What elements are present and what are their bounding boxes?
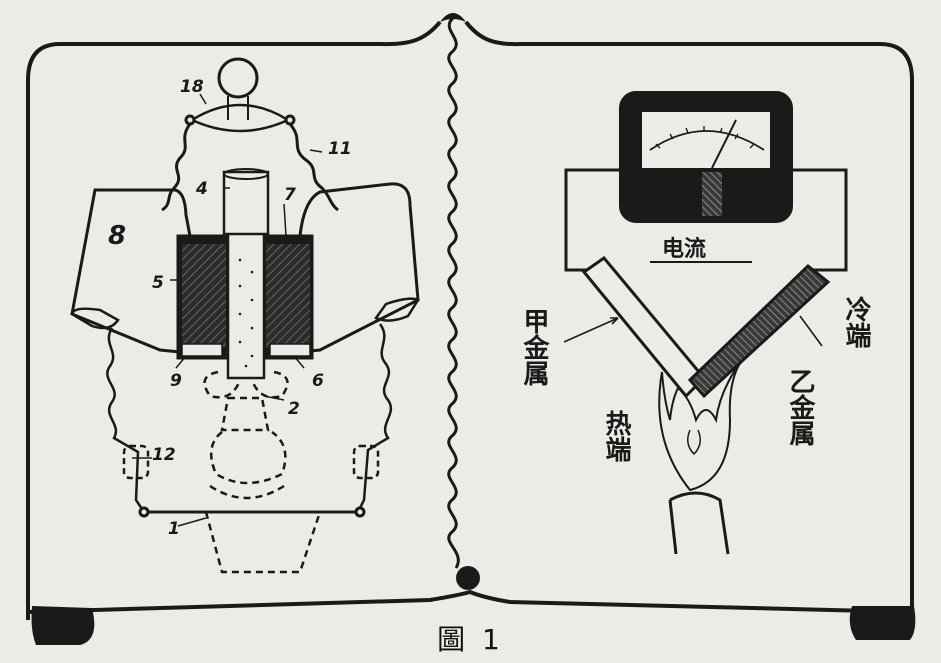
metal-a-label: 甲金属 bbox=[519, 308, 550, 386]
spine-break-line bbox=[447, 16, 460, 569]
burner-dashed bbox=[203, 370, 322, 574]
figure-caption: 圖 1 bbox=[437, 623, 504, 656]
meter-needle bbox=[711, 119, 737, 169]
lamp-base bbox=[189, 103, 291, 133]
label-9: 9 bbox=[170, 371, 182, 391]
center-tube bbox=[226, 230, 266, 380]
label-6: 6 bbox=[312, 371, 324, 391]
label-12: 12 bbox=[152, 445, 176, 465]
thermocouple-diagram bbox=[563, 91, 848, 555]
metal-b-strip bbox=[687, 264, 831, 399]
spine-top-cap bbox=[440, 13, 466, 22]
generator-diagram bbox=[70, 57, 420, 574]
part-labels: 18 11 4 7 8 5 9 6 2 12 1 bbox=[108, 77, 352, 539]
flame bbox=[658, 359, 743, 492]
current-label: 电流 bbox=[662, 236, 706, 262]
metal-b-label: 乙金属 bbox=[785, 368, 816, 446]
label-1: 1 bbox=[168, 519, 180, 539]
book-frame bbox=[26, 20, 914, 620]
label-8: 8 bbox=[108, 221, 126, 251]
clamps bbox=[122, 444, 380, 480]
hot-end-label: 热端 bbox=[601, 410, 631, 463]
label-18: 18 bbox=[180, 77, 204, 97]
spring-right bbox=[356, 323, 393, 513]
label-11: 11 bbox=[328, 139, 352, 159]
chimney bbox=[222, 170, 270, 236]
label-4: 4 bbox=[195, 179, 208, 199]
circuit-wire bbox=[564, 168, 620, 272]
spring-top-left bbox=[161, 123, 192, 212]
heatsink-housing bbox=[70, 182, 420, 354]
label-2: 2 bbox=[288, 399, 300, 419]
label-5: 5 bbox=[152, 273, 164, 293]
spring-left bbox=[106, 327, 146, 513]
spring-top-right bbox=[288, 123, 339, 212]
metal-a-strip bbox=[581, 255, 707, 399]
book-feet bbox=[31, 566, 916, 645]
lamp-bulb bbox=[217, 57, 259, 99]
thermocouple-labels: 电流 甲金属 乙金属 冷端 热端 bbox=[519, 236, 871, 463]
label-7: 7 bbox=[284, 185, 296, 205]
cold-end-label: 冷端 bbox=[841, 295, 871, 349]
burner-tube bbox=[668, 491, 730, 555]
